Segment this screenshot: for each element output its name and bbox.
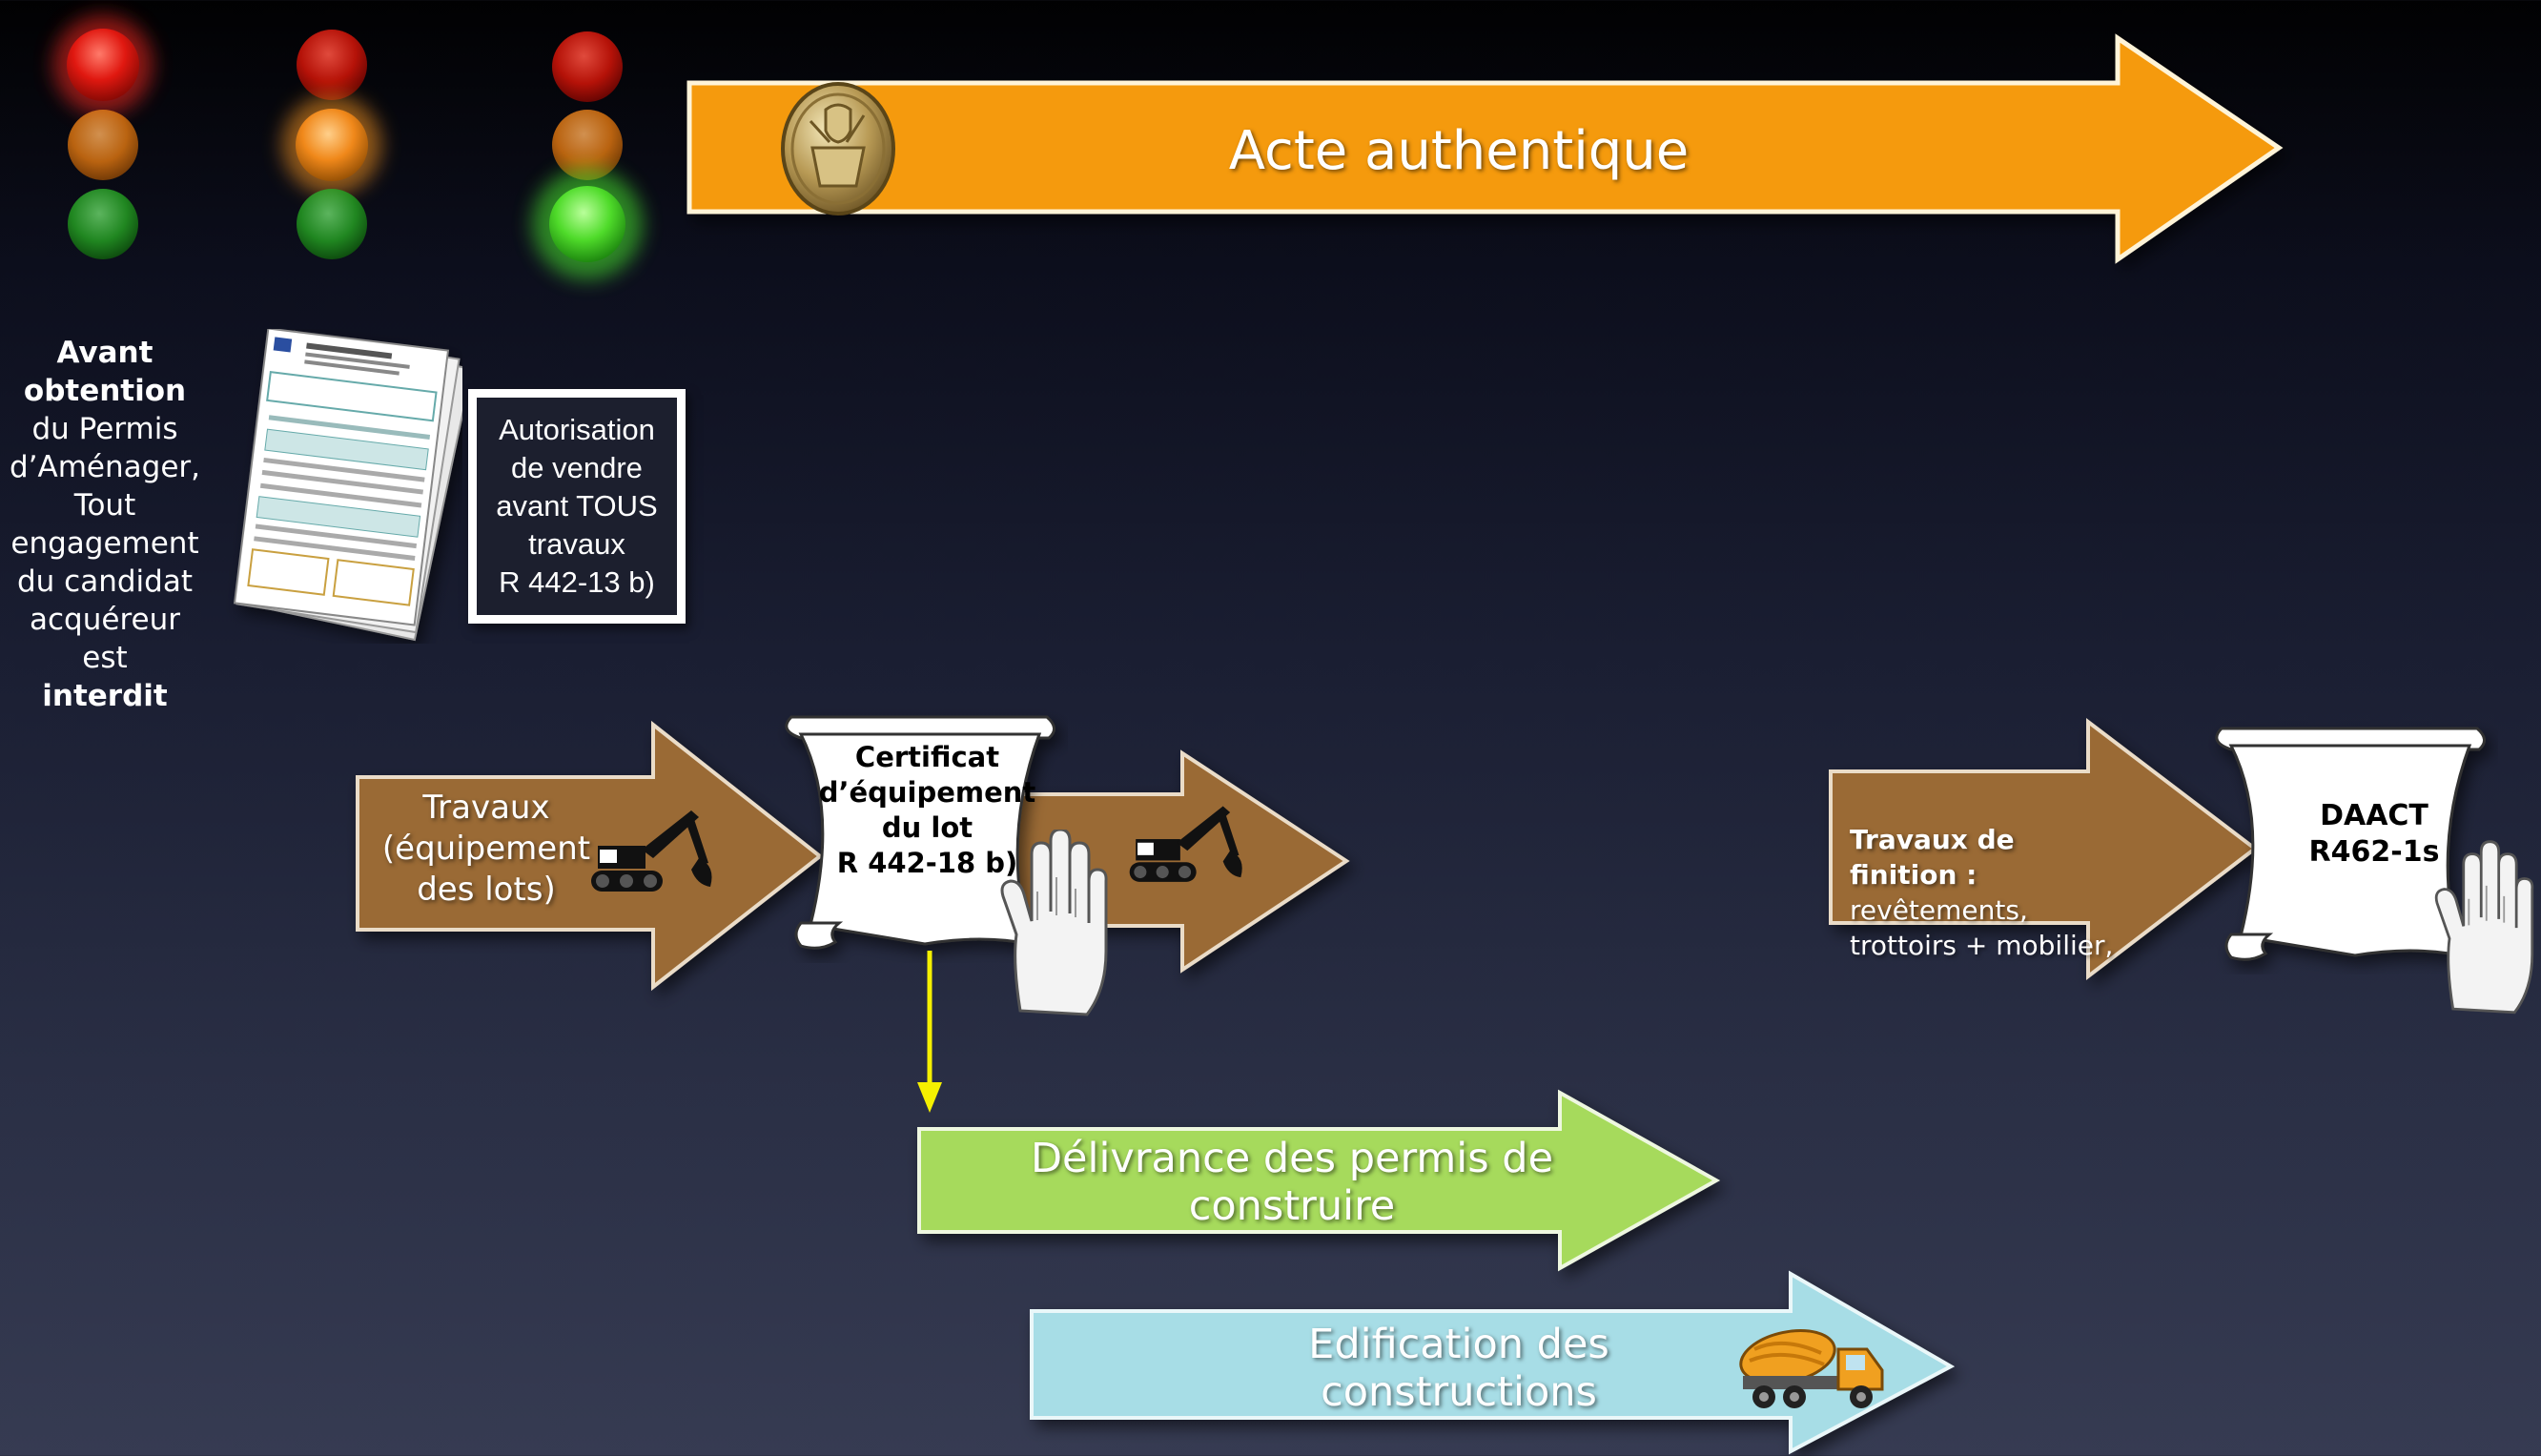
hand-icon bbox=[1000, 830, 1108, 1016]
travaux-label: Travaux (équipement des lots) bbox=[381, 788, 591, 909]
traffic-light-green-active bbox=[532, 31, 643, 279]
excavator-icon bbox=[591, 810, 712, 892]
travaux-arrow bbox=[356, 720, 824, 992]
finition-label: Travaux de finition : revêtements, trott… bbox=[1850, 787, 2155, 961]
left-note-bold-1: Avant bbox=[56, 336, 154, 370]
edification-label: Edification des constructions bbox=[1308, 1321, 1609, 1416]
left-note-body: du Permis d’Aménager, Tout engagement du… bbox=[9, 412, 200, 675]
left-note-bold-2: obtention bbox=[23, 374, 187, 408]
hand-icon-2 bbox=[2434, 840, 2534, 1015]
traffic-light-red-active bbox=[53, 15, 153, 259]
medal-icon bbox=[781, 82, 895, 215]
autorisation-text: Autorisation de vendre avant TOUS travau… bbox=[496, 413, 658, 599]
daact-label: DAACT R462-1s bbox=[2308, 799, 2440, 869]
left-note-bold-3: interdit bbox=[42, 679, 168, 713]
left-note: Avant obtention du Permis d’Aménager, To… bbox=[5, 334, 205, 715]
edification-arrow bbox=[1030, 1270, 1956, 1455]
finition-bold: Travaux de finition : bbox=[1850, 824, 2015, 891]
excavator-icon-2 bbox=[1129, 806, 1242, 882]
daact-scroll bbox=[2215, 727, 2486, 961]
acte-authentique-label: Acte authentique bbox=[1228, 119, 1690, 182]
form-document-icon bbox=[233, 329, 462, 642]
permis-label: Délivrance des permis de construire bbox=[1030, 1135, 1554, 1230]
cement-truck-icon bbox=[1739, 1329, 1884, 1408]
certificat-scroll bbox=[785, 715, 1055, 950]
autorisation-box: Autorisation de vendre avant TOUS travau… bbox=[468, 389, 686, 624]
yellow-connector-arrow bbox=[917, 951, 942, 1113]
autorisation-inner bbox=[477, 398, 677, 615]
traffic-light-orange-active bbox=[282, 30, 381, 259]
finition-arrow bbox=[1829, 717, 2259, 981]
certificat-label: Certificat d’équipement du lot R 442-18 … bbox=[818, 741, 1036, 879]
acte-authentique-arrow bbox=[686, 33, 2284, 264]
finition-body: revêtements, trottoirs + mobilier, bbox=[1850, 894, 2114, 961]
permis-arrow bbox=[917, 1089, 1721, 1272]
traffic-lights bbox=[53, 15, 643, 279]
